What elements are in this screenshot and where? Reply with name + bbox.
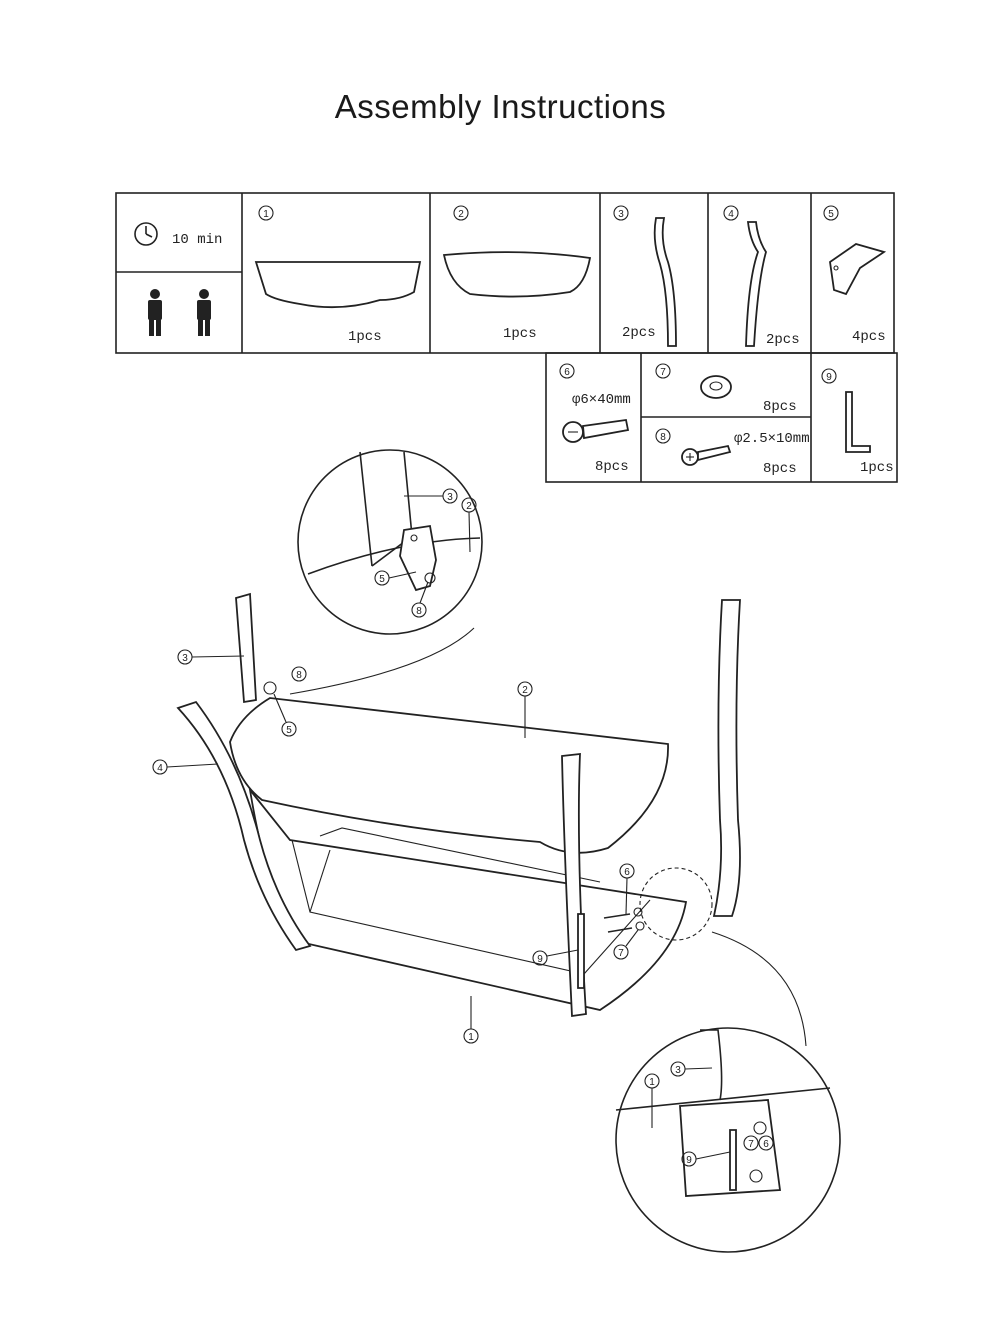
page-title: Assembly Instructions (334, 88, 667, 125)
svg-text:2: 2 (466, 501, 472, 512)
svg-text:5: 5 (379, 574, 385, 585)
callout-main-9: 9 (532, 949, 579, 966)
leg-4 (176, 700, 312, 952)
part-5-qty: 4pcs (852, 329, 886, 345)
leg-3-right (712, 599, 741, 917)
part-6-qty: 8pcs (595, 459, 629, 475)
part-7-qty: 8pcs (763, 399, 797, 415)
callout-bottom-7: 7 (743, 1135, 759, 1151)
svg-text:1: 1 (468, 1032, 474, 1043)
svg-text:7: 7 (660, 367, 666, 378)
shelf-2 (229, 697, 669, 854)
svg-text:6: 6 (564, 367, 570, 378)
leg-icon (745, 221, 767, 347)
two-person-icon (148, 289, 211, 336)
svg-text:3: 3 (447, 492, 453, 503)
svg-text:3: 3 (618, 209, 624, 220)
svg-text:6: 6 (624, 867, 630, 878)
svg-text:5: 5 (286, 725, 292, 736)
svg-text:4: 4 (157, 763, 163, 774)
svg-text:3: 3 (675, 1065, 681, 1076)
bracket-icon (829, 243, 887, 296)
svg-text:7: 7 (618, 948, 624, 959)
svg-text:1: 1 (263, 209, 269, 220)
bolt-icon (562, 418, 630, 443)
clock-icon (134, 222, 158, 246)
svg-text:8: 8 (416, 606, 422, 617)
svg-text:3: 3 (182, 653, 188, 664)
svg-text:2: 2 (522, 685, 528, 696)
part-2-qty: 1pcs (503, 326, 537, 342)
callout-main-3: 3 (177, 649, 245, 665)
callout-top-5: 5 (374, 570, 417, 586)
parts-table-bottom-row (545, 352, 898, 483)
part-8-cell: 8 φ2.5×10mm 8pcs (655, 428, 810, 477)
part-5-cell: 5 4pcs (823, 205, 887, 345)
leg-icon (653, 217, 677, 347)
callout-top-8: 8 (411, 581, 429, 618)
seat-panel-icon (254, 261, 422, 309)
shelf-panel-icon (442, 251, 592, 298)
callout-main-8: 8 (291, 666, 307, 682)
callouts: 3 2 5 8 3 8 5 2 4 6 7 9 1 3 1 7 6 9 (152, 488, 774, 1167)
callout-main-1: 1 (463, 996, 479, 1044)
svg-text:8: 8 (296, 670, 302, 681)
leg-3-left (235, 592, 257, 704)
callout-bottom-1: 1 (644, 1073, 660, 1128)
svg-text:8: 8 (660, 432, 666, 443)
part-1-cell: 1 1pcs (254, 205, 422, 345)
part-9-qty: 1pcs (860, 460, 894, 476)
callout-main-7: 7 (613, 929, 639, 960)
callout-bottom-3: 3 (670, 1061, 713, 1077)
part-4-cell: 4 2pcs (723, 205, 800, 348)
part-8-spec: φ2.5×10mm (734, 431, 810, 447)
part-8-qty: 8pcs (763, 461, 797, 477)
part-1-qty: 1pcs (348, 329, 382, 345)
callout-main-6: 6 (619, 863, 635, 915)
part-4-qty: 2pcs (766, 332, 800, 348)
parts-table: 10 min 1 1pcs 2 1pcs (115, 192, 898, 483)
callout-main-4: 4 (152, 759, 219, 775)
svg-text:4: 4 (728, 209, 734, 220)
part-6-cell: 6 φ6×40mm 8pcs (559, 363, 631, 475)
callout-bottom-9: 9 (681, 1151, 731, 1167)
svg-text:1: 1 (649, 1077, 655, 1088)
svg-text:9: 9 (537, 954, 543, 965)
callout-top-3: 3 (404, 488, 458, 504)
part-3-cell: 3 2pcs (613, 205, 677, 347)
assembly-time: 10 min (172, 232, 222, 248)
callout-top-2: 2 (461, 497, 477, 553)
svg-text:6: 6 (763, 1139, 769, 1150)
part-9-cell: 9 1pcs (821, 368, 894, 476)
allen-key-main (577, 913, 585, 989)
screw-icon (681, 444, 732, 466)
svg-text:9: 9 (686, 1155, 692, 1166)
svg-text:9: 9 (826, 372, 832, 383)
part-6-spec: φ6×40mm (572, 392, 631, 408)
callout-main-2: 2 (517, 681, 533, 738)
main-illustration (176, 592, 807, 1047)
part-7-cell: 7 8pcs (655, 363, 797, 415)
svg-text:2: 2 (458, 209, 464, 220)
callout-main-5: 5 (273, 693, 297, 737)
parts-table-top-row (115, 192, 895, 354)
svg-text:7: 7 (748, 1139, 754, 1150)
part-3-qty: 2pcs (622, 325, 656, 341)
allen-key-icon (845, 391, 871, 453)
callout-bottom-6: 6 (758, 1135, 774, 1151)
detail-bottom (615, 1027, 841, 1253)
svg-text:5: 5 (828, 209, 834, 220)
part-2-cell: 2 1pcs (442, 205, 592, 342)
washer-icon (700, 375, 732, 399)
